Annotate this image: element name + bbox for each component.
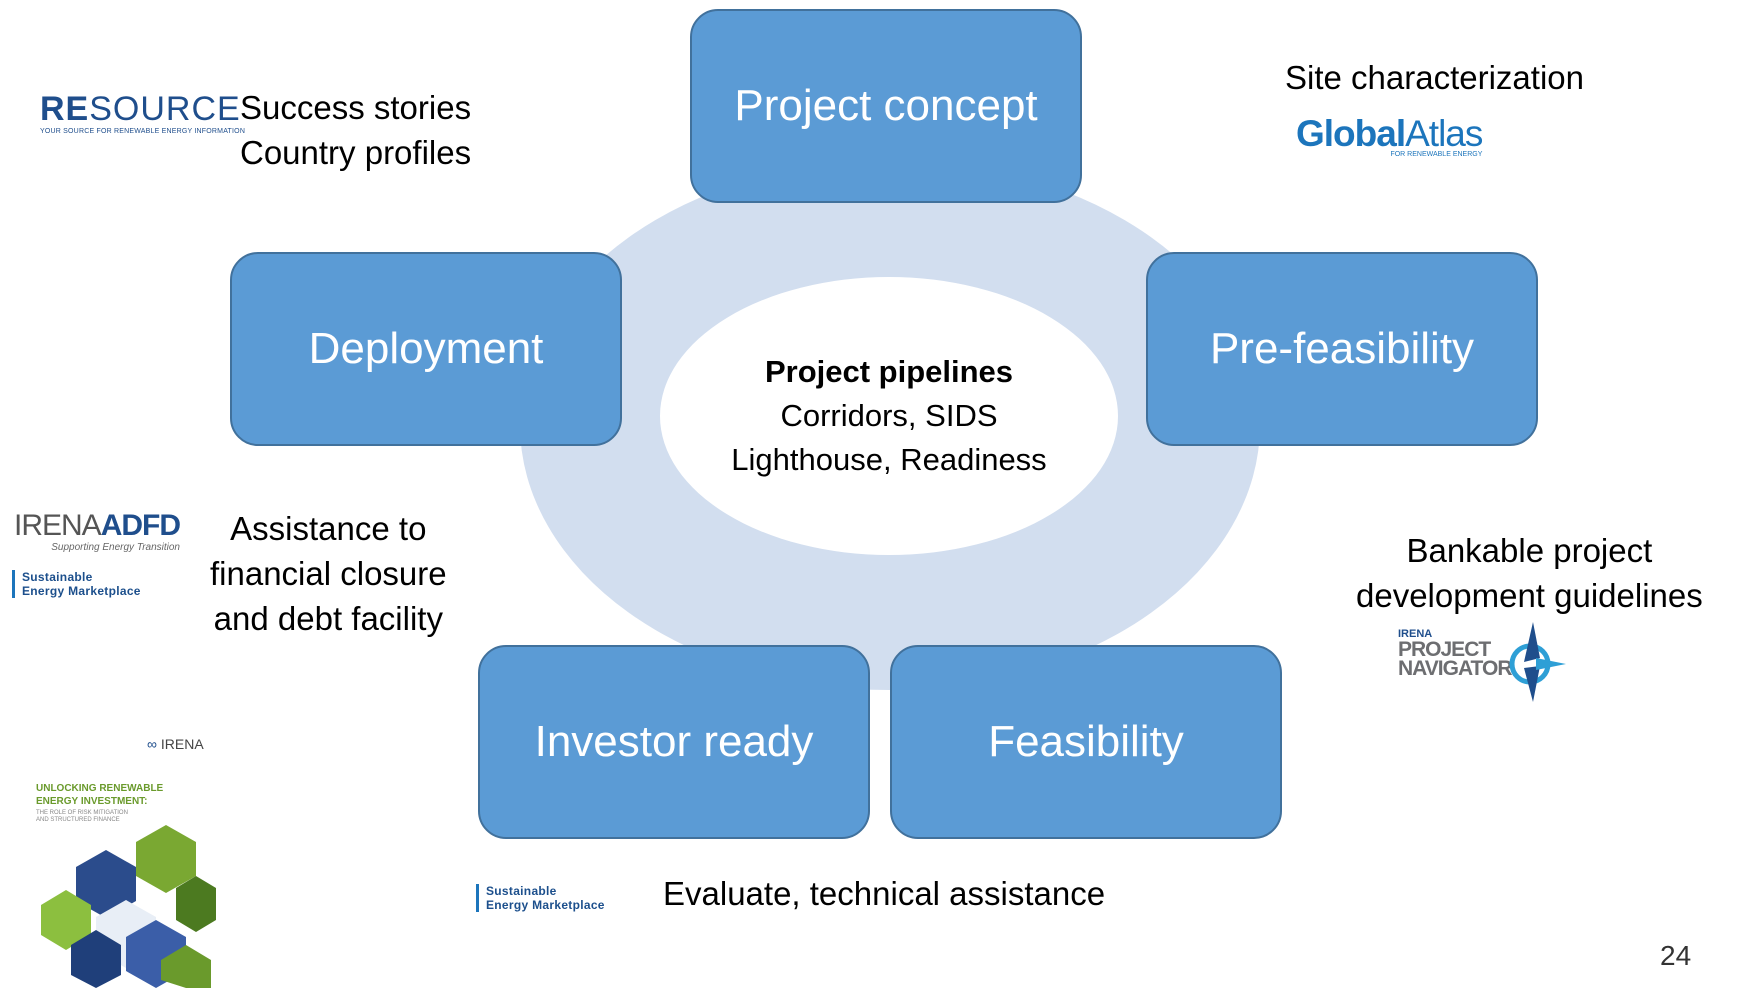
irena-mark-icon: ∞ [147, 736, 161, 752]
sem-left-line2: Energy Marketplace [22, 584, 141, 598]
stage-investor-ready: Investor ready [478, 645, 870, 839]
sem-logo-bottom: Sustainable Energy Marketplace [476, 884, 605, 912]
stage-feasibility: Feasibility [890, 645, 1282, 839]
stage-pre-feasibility: Pre-feasibility [1146, 252, 1538, 446]
note-financial-closure: Assistance to financial closure and debt… [210, 506, 447, 641]
report-org: IRENA [160, 736, 204, 752]
sem-left-line1: Sustainable [22, 570, 93, 584]
global-atlas-logo: GlobalAtlas FOR RENEWABLE ENERGY [1296, 113, 1483, 159]
note-success-stories: Success stories [240, 89, 472, 126]
sem-logo-left: Sustainable Energy Marketplace [12, 570, 141, 598]
global-atlas-bold: Global [1296, 113, 1406, 154]
center-line-2: Lighthouse, Readiness [731, 442, 1047, 477]
center-title: Project pipelines [764, 354, 1014, 389]
adfd-name: ADFD [100, 509, 181, 542]
resource-logo: RESOURCE YOUR SOURCE FOR RENEWABLE ENERG… [40, 90, 246, 135]
center-ellipse: Project pipelines Corridors, SIDS Lighth… [660, 277, 1118, 555]
report-cover-hexagon-graphic [41, 825, 216, 988]
page-number: 24 [1660, 940, 1692, 971]
note-evaluate: Evaluate, technical assistance [663, 875, 1106, 912]
sem-bottom-line2: Energy Marketplace [486, 898, 605, 912]
report-sub-line1: THE ROLE OF RISK MITIGATION [36, 810, 128, 816]
navigator-compass-icon [1509, 622, 1566, 702]
center-line-1: Corridors, SIDS [780, 398, 998, 433]
note-bankable-line2: development guidelines [1356, 577, 1703, 614]
note-assistance-line2: financial closure [210, 555, 447, 592]
irena-adfd-logo: IRENAADFD Supporting Energy Transition [14, 509, 181, 554]
navigator-line2: NAVIGATOR [1398, 657, 1513, 680]
global-atlas-rest: Atlas [1405, 113, 1483, 154]
note-assistance-line1: Assistance to [230, 510, 427, 547]
resource-tagline: YOUR SOURCE FOR RENEWABLE ENERGY INFORMA… [40, 128, 246, 135]
report-sub-line2: AND STRUCTURED FINANCE [36, 817, 120, 823]
global-atlas-tagline: FOR RENEWABLE ENERGY [1390, 151, 1483, 158]
note-assistance-line3: and debt facility [213, 600, 443, 637]
project-navigator-logo: IRENA PROJECT NAVIGATOR [1398, 628, 1513, 680]
adfd-irena: IRENA [14, 509, 102, 542]
resource-word-rest: SOURCE [89, 90, 241, 128]
stage-deployment: Deployment [230, 252, 622, 446]
resource-word-bold: RE [40, 90, 90, 128]
note-country-profiles: Country profiles [240, 134, 472, 171]
note-resource: Success stories Country profiles [240, 85, 471, 175]
adfd-tagline: Supporting Energy Transition [51, 542, 180, 553]
note-bankable-line1: Bankable project [1406, 532, 1653, 569]
navigator-line1: PROJECT [1398, 638, 1491, 661]
sem-bottom-line1: Sustainable [486, 884, 557, 898]
report-title-line1: UNLOCKING RENEWABLE [36, 783, 164, 794]
stage-project-concept: Project concept [690, 9, 1082, 203]
navigator-irena: IRENA [1398, 628, 1433, 640]
report-title: UNLOCKING RENEWABLE ENERGY INVESTMENT: [36, 782, 163, 808]
report-irena-logo: ∞ IRENA [147, 736, 204, 752]
report-title-line2: ENERGY INVESTMENT: [36, 796, 148, 807]
report-subtitle: THE ROLE OF RISK MITIGATION AND STRUCTUR… [36, 810, 128, 824]
note-bankable: Bankable project development guidelines [1356, 528, 1703, 618]
note-site-characterization: Site characterization [1285, 59, 1584, 96]
